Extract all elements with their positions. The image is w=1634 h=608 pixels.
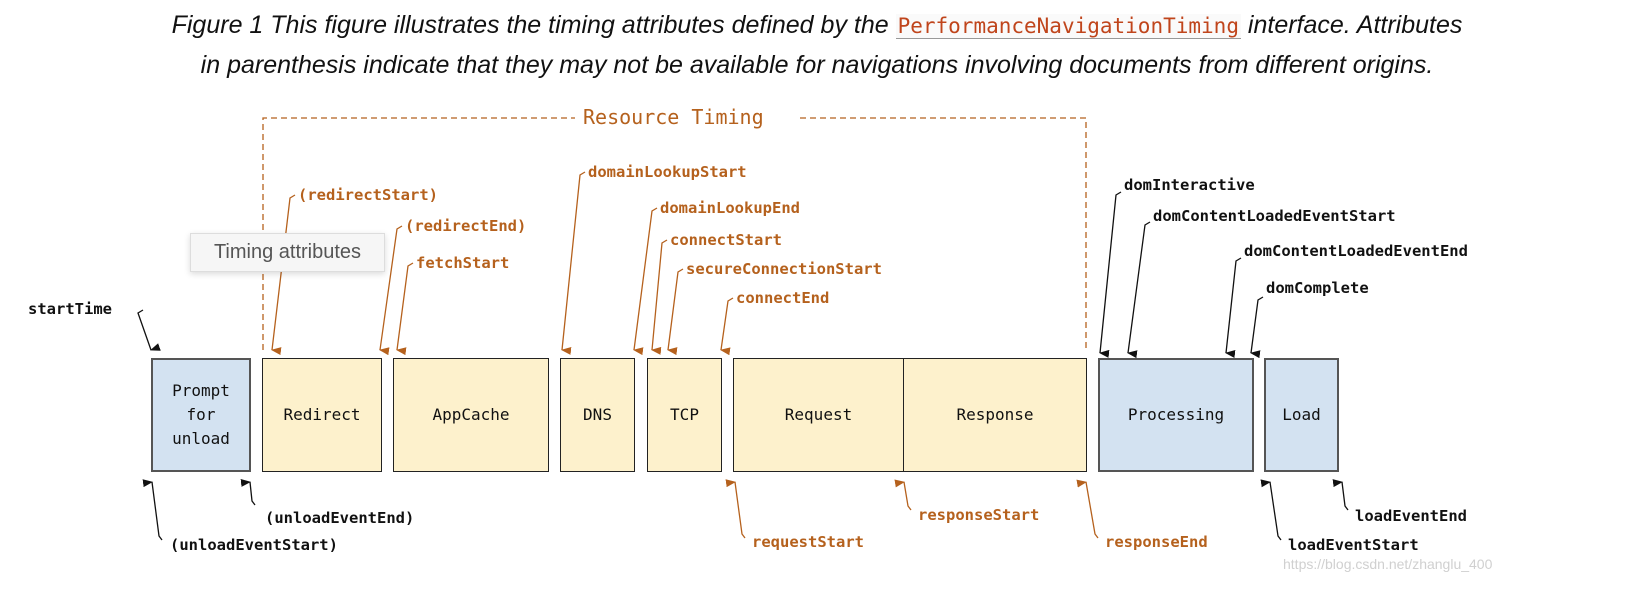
arrow-icon	[137, 309, 161, 351]
box-label: Prompt for unload	[172, 381, 230, 448]
phase-load: Load	[1264, 358, 1339, 472]
arrow-icon	[1332, 479, 1349, 511]
arrow-icon	[1076, 479, 1099, 539]
timing-attribute-label: domainLookupEnd	[660, 199, 800, 217]
timing-attribute-label: connectEnd	[736, 289, 830, 307]
timing-attribute-label: requestStart	[752, 533, 864, 551]
phase-tcp: TCP	[647, 358, 722, 472]
arrow-icon	[1260, 479, 1282, 541]
timing-attribute-label: domainLookupStart	[588, 163, 747, 181]
box-label: TCP	[670, 405, 699, 424]
caption-line-2: in parenthesis indicate that they may no…	[200, 51, 1434, 79]
phase-request: Request	[733, 358, 904, 472]
arrow-icon	[725, 479, 746, 539]
box-label: Processing	[1127, 405, 1225, 424]
arrow-icon	[142, 479, 163, 541]
arrow-icon	[240, 478, 256, 506]
box-label: Request	[784, 405, 853, 424]
timing-attribute-label: domComplete	[1266, 279, 1369, 297]
caption-text: interface. Attributes	[1240, 11, 1463, 39]
timing-attribute-label: startTime	[28, 300, 112, 318]
timing-attribute-label: domContentLoadedEventStart	[1153, 207, 1396, 225]
phase-dns: DNS	[560, 358, 635, 472]
timing-attribute-label: (unloadEventStart)	[170, 536, 338, 554]
timing-attribute-label: (redirectStart)	[298, 186, 438, 204]
arrow-icon	[396, 262, 414, 356]
phase-processing: Processing	[1098, 358, 1254, 472]
resource-timing-bracket	[262, 117, 1087, 350]
box-label: DNS	[583, 405, 612, 424]
box-label: AppCache	[432, 405, 510, 424]
arrow-icon	[1099, 191, 1122, 358]
arrow-icon	[720, 297, 734, 356]
phase-prompt-for-unload: Prompt for unload	[151, 358, 251, 472]
arrow-icon	[1250, 296, 1264, 359]
timing-attribute-label: secureConnectionStart	[686, 260, 882, 278]
arrow-icon	[271, 194, 296, 356]
timing-attribute-label: loadEventEnd	[1355, 507, 1467, 525]
arrow-icon	[894, 479, 912, 511]
timing-attribute-label: loadEventStart	[1288, 536, 1419, 554]
timing-attribute-label: fetchStart	[416, 254, 510, 272]
watermark: https://blog.csdn.net/zhanglu_400	[1283, 556, 1493, 572]
timing-attribute-label: connectStart	[670, 231, 782, 249]
resource-timing-label: Resource Timing	[583, 105, 764, 129]
arrow-icon	[633, 207, 658, 356]
caption-text: Figure 1 This figure illustrates the tim…	[171, 11, 896, 39]
timing-attribute-label: (redirectEnd)	[405, 217, 527, 235]
timing-attribute-label: (unloadEventEnd)	[265, 509, 415, 527]
caption-line-1: Figure 1 This figure illustrates the tim…	[0, 8, 1634, 43]
phase-redirect: Redirect	[262, 358, 382, 472]
timing-attribute-label: domInteractive	[1124, 176, 1255, 194]
timing-attribute-label: domContentLoadedEventEnd	[1244, 242, 1468, 260]
tooltip: Timing attributes	[190, 233, 385, 272]
arrow-icon	[561, 171, 586, 355]
timing-attribute-label: responseEnd	[1105, 533, 1208, 551]
phase-response: Response	[903, 358, 1087, 472]
timing-attribute-label: responseStart	[918, 506, 1040, 524]
arrow-icon	[651, 239, 668, 355]
box-label: Redirect	[283, 405, 361, 424]
phase-appcache: AppCache	[393, 358, 549, 472]
arrow-icon	[1127, 221, 1151, 359]
box-label: Load	[1282, 405, 1321, 424]
arrow-icon	[379, 225, 403, 356]
arrow-icon	[667, 268, 684, 356]
interface-link[interactable]: PerformanceNavigationTiming	[895, 14, 1241, 39]
arrow-icon	[1225, 257, 1242, 358]
box-label: Response	[956, 405, 1034, 424]
